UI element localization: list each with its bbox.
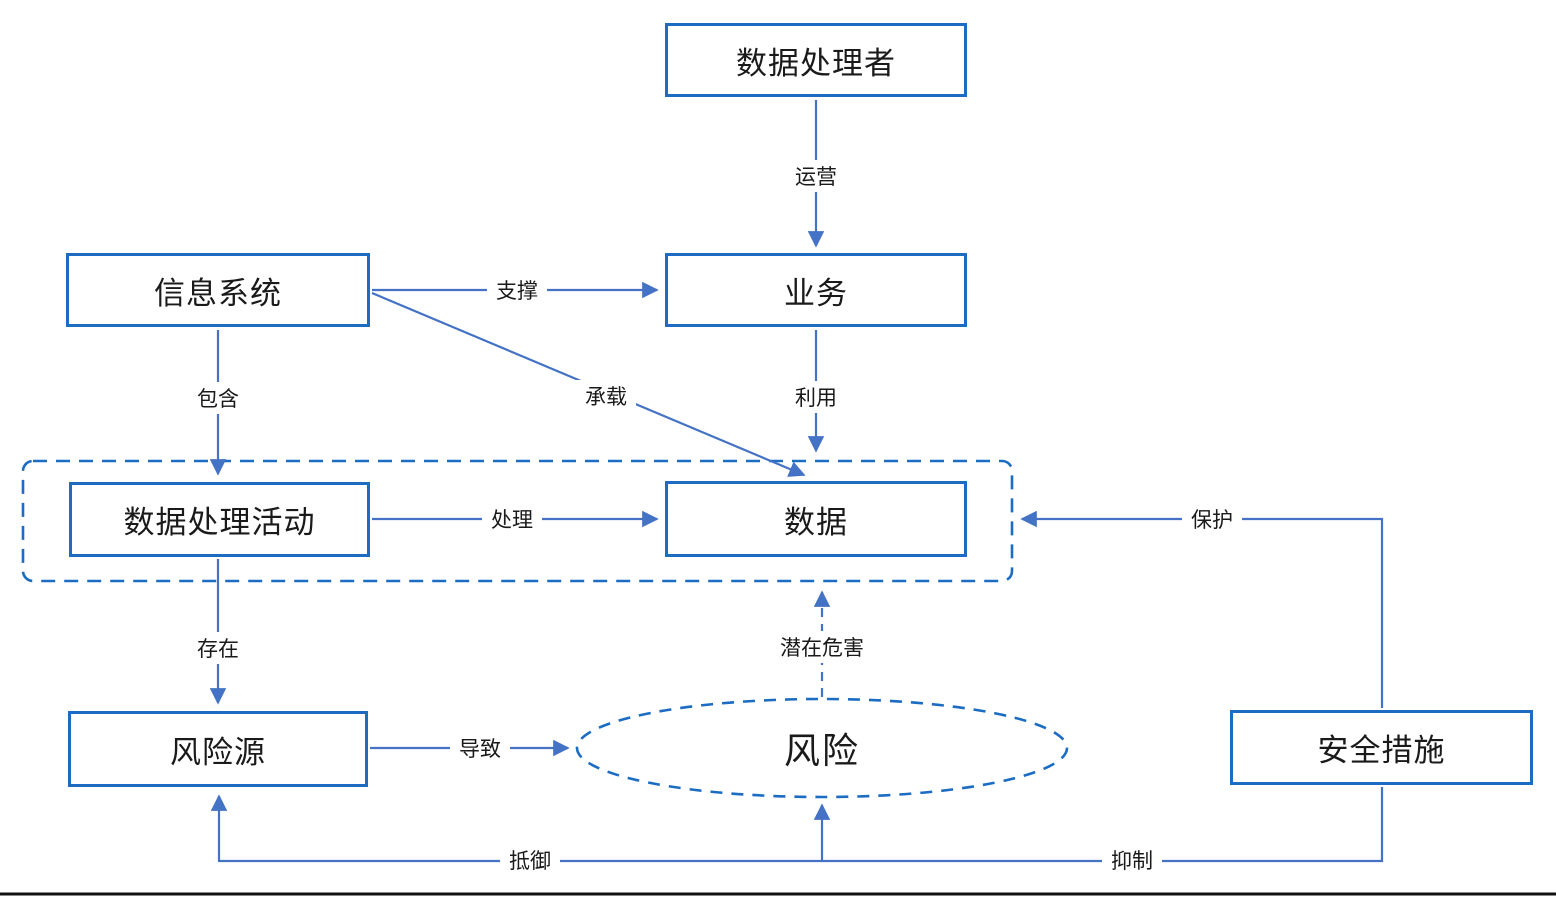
edge-label-exist: 存在 (188, 632, 248, 664)
edge-label-suppress: 抑制 (1102, 844, 1162, 876)
edge-label-operate: 运营 (786, 160, 846, 192)
edge-label-potential-harm: 潜在危害 (771, 631, 873, 663)
edge-label-utilize: 利用 (786, 381, 846, 413)
risk-ellipse-outline (575, 697, 1069, 799)
node-data-processing-activity[interactable]: 数据处理活动 (69, 482, 370, 557)
node-risk-source[interactable]: 风险源 (68, 711, 368, 787)
edge-protect-line (1020, 510, 1384, 708)
node-security-measures[interactable]: 安全措施 (1230, 710, 1533, 785)
node-information-system[interactable]: 信息系统 (66, 253, 370, 327)
node-business[interactable]: 业务 (665, 253, 967, 327)
dashed-scope-outline (21, 459, 1014, 583)
edge-label-resist: 抵御 (500, 844, 560, 876)
edge-label-process: 处理 (482, 503, 542, 535)
edge-label-support: 支撑 (487, 274, 547, 306)
edge-label-carry: 承载 (576, 380, 636, 412)
node-risk-label[interactable]: 风险 (783, 730, 861, 771)
edge-label-lead-to: 导致 (450, 732, 510, 764)
edge-resist-line (210, 787, 1384, 863)
node-data[interactable]: 数据 (665, 481, 967, 557)
edge-label-contain: 包含 (188, 382, 248, 414)
node-data-processor[interactable]: 数据处理者 (665, 23, 967, 97)
edge-label-protect: 保护 (1182, 503, 1242, 535)
